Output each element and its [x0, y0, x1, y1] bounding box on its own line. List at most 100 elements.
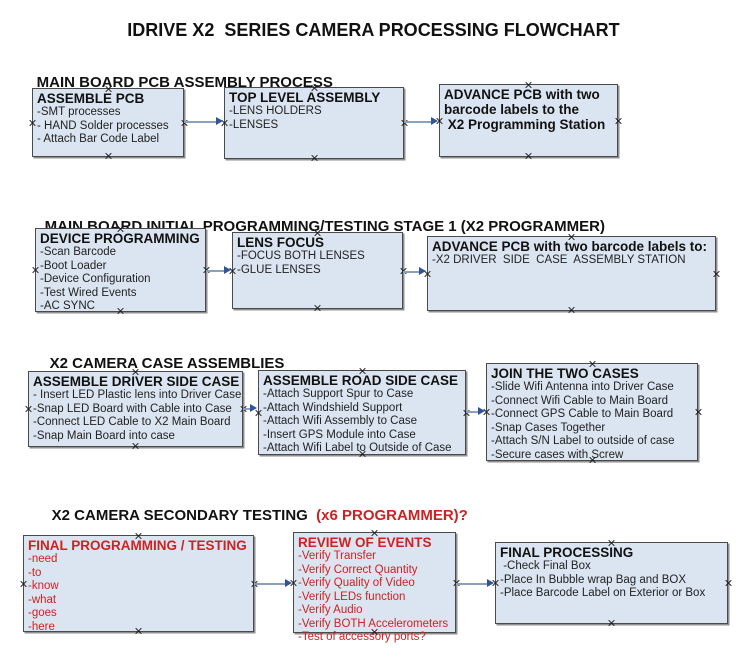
- connection-handle-icon: [132, 442, 140, 450]
- box-title: LENS FOCUS: [237, 235, 325, 250]
- process-box-review-of-events[interactable]: REVIEW OF EVENTS -Verify Transfer -Verif…: [293, 529, 456, 643]
- box-line: -Verify Quality of Video: [298, 577, 415, 589]
- connection-handle-icon: [310, 84, 318, 92]
- connector-arrow[interactable]: [206, 266, 231, 275]
- process-box-advance-pcb-driver-side[interactable]: ADVANCE PCB with two barcode labels to: …: [427, 236, 716, 311]
- connector-arrow[interactable]: [254, 579, 292, 588]
- connection-handle-icon: [132, 368, 140, 376]
- process-box-device-programming[interactable]: DEVICE PROGRAMMING -Scan Barcode -Boot L…: [35, 228, 206, 312]
- box-line: -Connect Wifi Cable to Main Board: [491, 394, 669, 407]
- box-line: -to: [28, 566, 42, 579]
- box-title: ASSEMBLE DRIVER SIDE CASE: [33, 374, 240, 389]
- connection-handle-icon: [31, 266, 39, 274]
- section-header-red-label: (x6 PROGRAMMER)?: [316, 507, 468, 524]
- connection-handle-icon: [608, 539, 616, 547]
- box-line: -Verify LEDs function: [298, 590, 406, 603]
- connection-handle-icon: [117, 225, 125, 233]
- connector-arrow[interactable]: [466, 407, 485, 416]
- connector-arrow[interactable]: [404, 117, 438, 126]
- connection-handle-icon: [104, 85, 112, 93]
- connection-handle-icon: [525, 81, 533, 89]
- connection-handle-icon: [135, 532, 143, 540]
- connection-handle-icon: [525, 152, 533, 160]
- arrow-line: [404, 120, 433, 123]
- arrow-head-icon: [216, 117, 223, 125]
- box-line: -Snap Cases Together: [491, 421, 606, 434]
- connector-arrow[interactable]: [456, 579, 494, 588]
- box-title: ASSEMBLE PCB: [37, 91, 145, 106]
- box-line: - HAND Solder processes: [37, 119, 169, 132]
- chart-title: IDRIVE X2 SERIES CAMERA PROCESSING FLOWC…: [127, 20, 620, 40]
- connection-handle-icon: [104, 152, 112, 160]
- process-box-advance-pcb-programming-station[interactable]: ADVANCE PCB with two barcode labels to t…: [439, 84, 618, 157]
- box-line: - Attach Bar Code Label: [37, 133, 160, 145]
- process-box-assemble-road-side-case[interactable]: ASSEMBLE ROAD SIDE CASE -Attach Support …: [258, 370, 466, 455]
- arrow-head-icon: [478, 407, 485, 415]
- connection-handle-icon: [588, 456, 596, 464]
- connection-handle-icon: [588, 360, 596, 368]
- box-line: -here: [28, 620, 55, 633]
- box-line: -Insert GPS Module into Case: [263, 428, 416, 441]
- box-line: -Attach Wifi Assembly to Case: [263, 415, 418, 427]
- connection-handle-icon: [117, 307, 125, 315]
- box-title: FINAL PROCESSING: [500, 545, 634, 560]
- arrow-head-icon: [285, 579, 292, 587]
- process-box-final-processing[interactable]: FINAL PROCESSING -Check Final Box -Place…: [495, 542, 728, 624]
- box-line: -Verify Correct Quantity: [298, 563, 418, 576]
- process-box-top-level-assembly[interactable]: TOP LEVEL ASSEMBLY -LENS HOLDERS -LENSES: [224, 87, 404, 159]
- box-line: -Check Final Box: [500, 560, 591, 572]
- box-title: ASSEMBLE ROAD SIDE CASE: [263, 373, 459, 388]
- box-line: -Boot Loader: [40, 259, 107, 272]
- arrow-line: [456, 582, 489, 585]
- box-line: -GLUE LENSES: [237, 263, 321, 276]
- connection-handle-icon: [371, 529, 379, 537]
- connection-handle-icon: [135, 627, 143, 635]
- section-header-label: X2 CAMERA CASE ASSEMBLIES: [49, 355, 285, 372]
- connection-handle-icon: [28, 119, 36, 127]
- connector-arrow[interactable]: [243, 404, 257, 413]
- box-line: -Secure cases with Screw: [491, 448, 624, 461]
- box-line: -Attach Support Spur to Case: [263, 388, 414, 400]
- connection-handle-icon: [724, 579, 732, 587]
- process-box-lens-focus[interactable]: LENS FOCUS -FOCUS BOTH LENSES -GLUE LENS…: [232, 232, 403, 309]
- process-box-assemble-pcb[interactable]: ASSEMBLE PCB -SMT processes - HAND Solde…: [32, 88, 184, 157]
- connection-handle-icon: [608, 619, 616, 627]
- connection-handle-icon: [568, 306, 576, 314]
- connector-arrow[interactable]: [184, 117, 223, 126]
- box-line: -Scan Barcode: [40, 246, 117, 258]
- arrow-line: [184, 120, 218, 123]
- box-line: -Attach S/N Label to outside of case: [491, 435, 675, 447]
- box-line: -Connect GPS Cable to Main Board: [491, 408, 674, 420]
- connection-handle-icon: [614, 117, 622, 125]
- section-header-secondary-testing: X2 CAMERA SECONDARY TESTING (x6 PROGRAMM…: [35, 490, 468, 541]
- arrow-head-icon: [431, 117, 438, 125]
- box-line: -Device Configuration: [40, 273, 151, 285]
- box-line: -Connect LED Cable to X2 Main Board: [33, 416, 231, 428]
- connection-handle-icon: [24, 405, 32, 413]
- box-line: -Verify BOTH Accelerometers: [298, 617, 449, 630]
- connection-handle-icon: [314, 304, 322, 312]
- process-box-assemble-driver-side-case[interactable]: ASSEMBLE DRIVER SIDE CASE - Insert LED P…: [28, 371, 243, 447]
- box-line: -Slide Wifi Antenna into Driver Case: [491, 381, 674, 393]
- box-line: -know: [28, 580, 59, 592]
- box-line: -Snap Main Board into case: [33, 429, 175, 442]
- box-title: ADVANCE PCB with two barcode labels to t…: [444, 87, 606, 132]
- box-line: -what: [28, 593, 57, 606]
- box-line: -Verify Transfer: [298, 550, 376, 562]
- box-line: -goes: [28, 607, 57, 619]
- connection-handle-icon: [694, 408, 702, 416]
- box-line: -X2 DRIVER SIDE CASE ASSEMBLY STATION: [432, 254, 686, 266]
- process-box-join-two-cases[interactable]: JOIN THE TWO CASES -Slide Wifi Antenna i…: [486, 363, 698, 461]
- box-line: -Place Barcode Label on Exterior or Box: [500, 587, 706, 599]
- process-box-final-programming-testing[interactable]: FINAL PROGRAMMING / TESTING -need -to -k…: [23, 532, 254, 635]
- arrow-head-icon: [419, 267, 426, 275]
- connection-handle-icon: [314, 229, 322, 237]
- box-title: DEVICE PROGRAMMING: [40, 231, 200, 246]
- box-line: -Test Wired Events: [40, 286, 137, 299]
- box-title: FINAL PROGRAMMING / TESTING: [28, 538, 247, 553]
- arrow-line: [243, 407, 252, 410]
- connection-handle-icon: [310, 154, 318, 162]
- connector-arrow[interactable]: [403, 267, 426, 276]
- arrow-head-icon: [487, 579, 494, 587]
- connection-handle-icon: [712, 270, 720, 278]
